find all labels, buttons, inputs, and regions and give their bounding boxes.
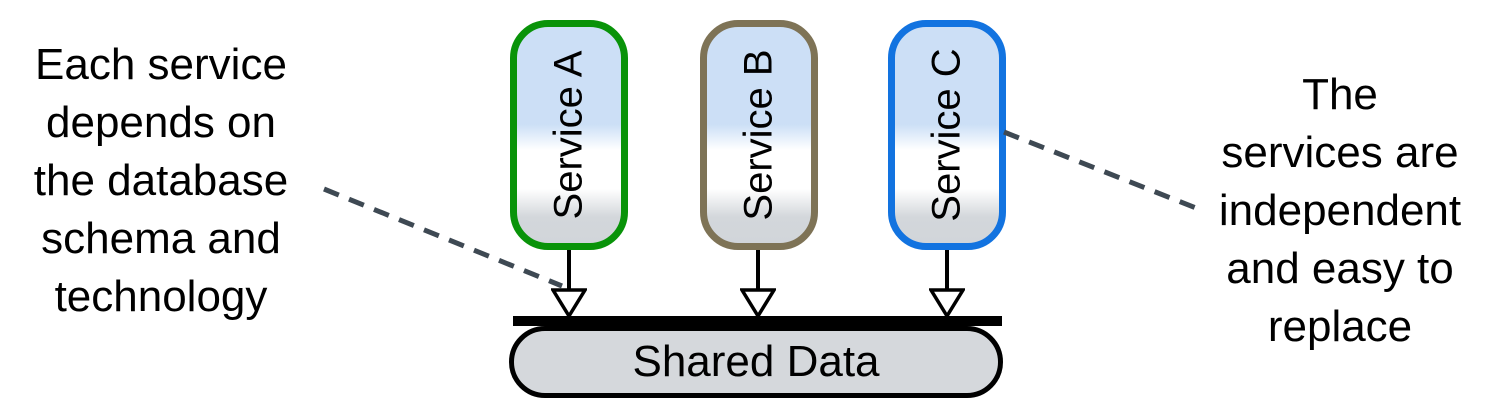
annotation-left-line: technology xyxy=(54,272,268,321)
service-b-box: Service B xyxy=(700,20,818,250)
annotation-right-line: replace xyxy=(1267,302,1413,351)
annotation-left-line: the database xyxy=(33,156,289,205)
service-a-label: Service A xyxy=(546,50,591,220)
arrow-service-c-to-shared-data xyxy=(929,250,965,318)
service-a-box: Service A xyxy=(510,20,628,250)
dashed-connector-right xyxy=(1003,129,1197,211)
annotation-left-line: Each service xyxy=(35,40,287,89)
shared-data-bar xyxy=(513,316,1002,326)
annotation-right-line: and easy to xyxy=(1226,244,1454,293)
annotation-right-line: services are xyxy=(1221,128,1459,177)
shared-data-box: Shared Data xyxy=(509,326,1003,398)
annotation-right-line: The xyxy=(1302,70,1378,119)
annotation-left-line: schema and xyxy=(41,214,281,263)
annotation-left: Each service depends on the database sch… xyxy=(0,36,322,326)
annotation-right: The services are independent and easy to… xyxy=(1178,66,1502,356)
annotation-left-line: depends on xyxy=(46,98,276,147)
service-c-box: Service C xyxy=(888,20,1006,250)
arrow-service-a-to-shared-data xyxy=(551,250,587,318)
shared-data-label: Shared Data xyxy=(632,337,880,386)
arrow-service-b-to-shared-data xyxy=(740,250,776,318)
service-b-label: Service B xyxy=(736,49,781,221)
service-c-label: Service C xyxy=(924,48,969,222)
annotation-right-line: independent xyxy=(1218,186,1462,235)
